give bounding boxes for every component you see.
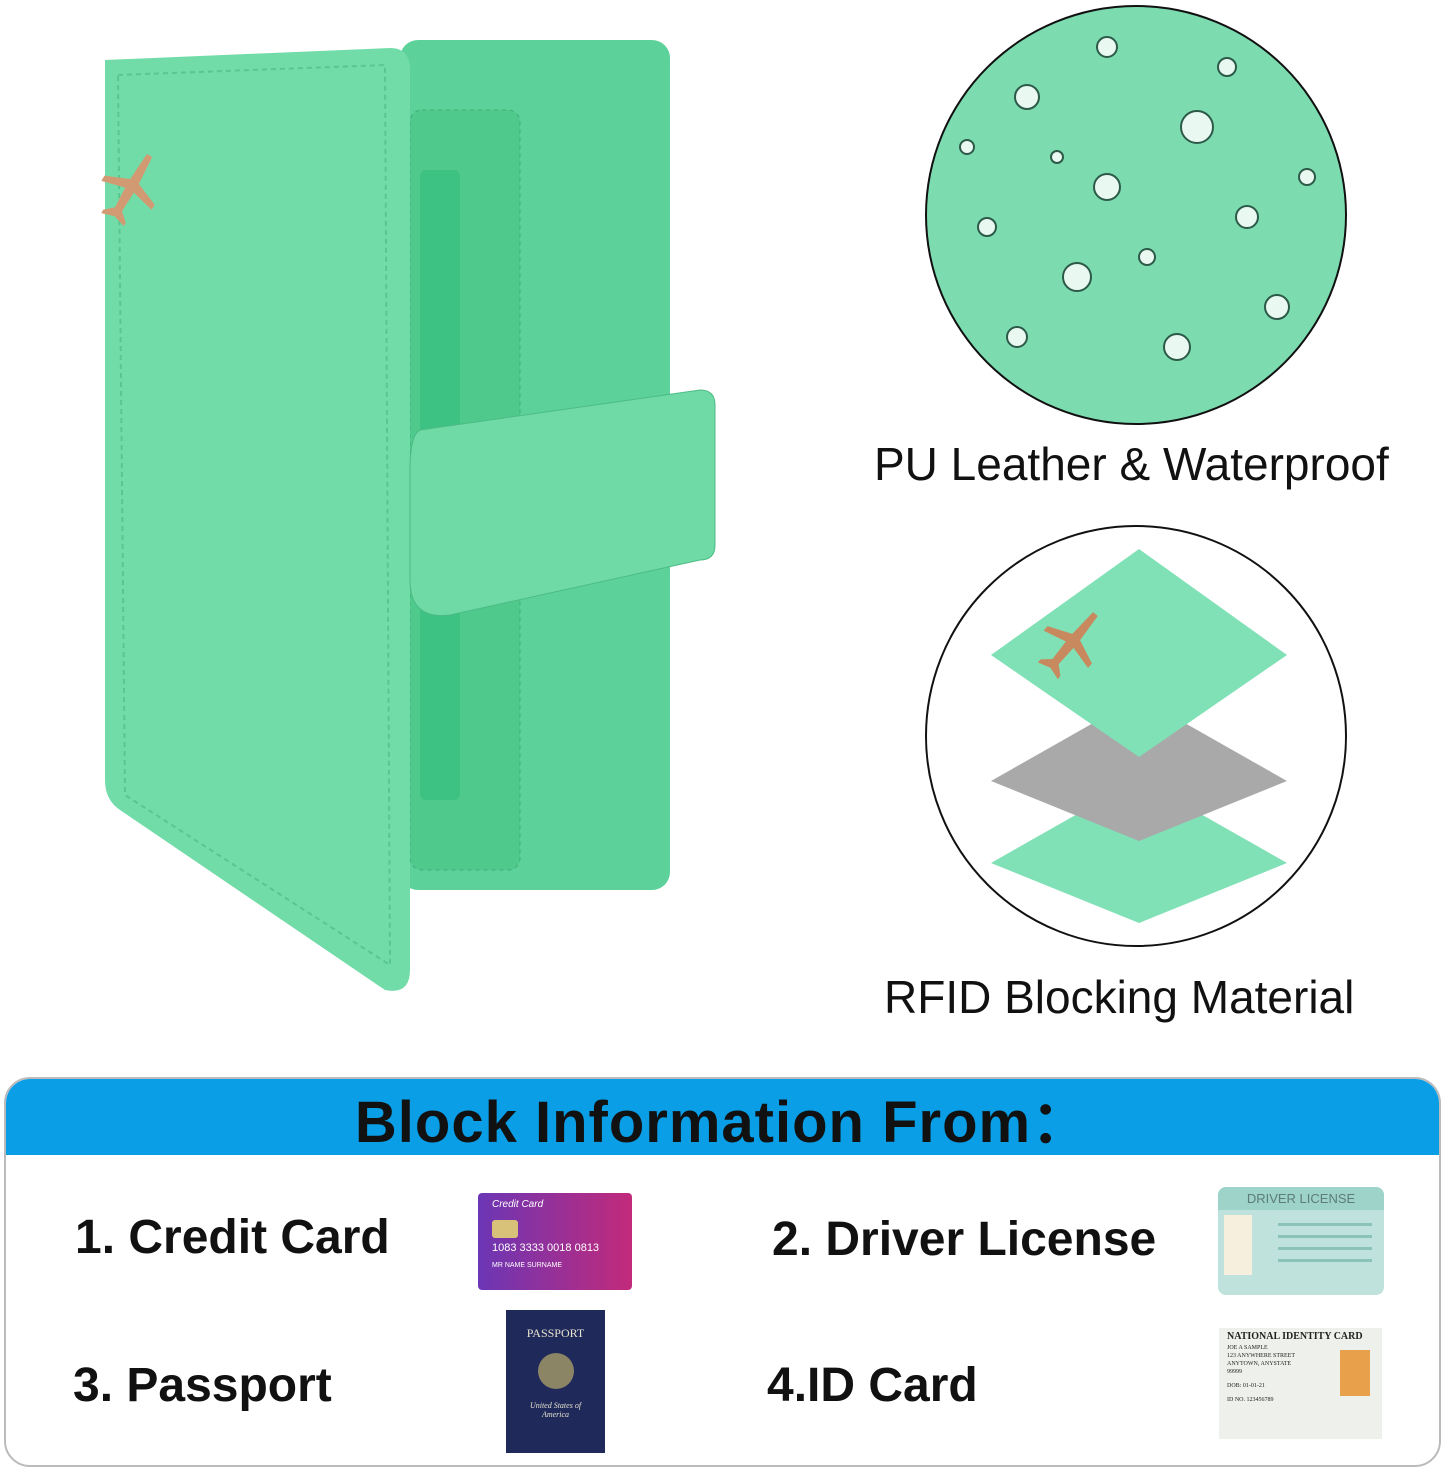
credit-card-icon: Credit Card 1083 3333 0018 0813 MR NAME … xyxy=(478,1193,632,1290)
layers-icon xyxy=(991,549,1287,923)
passport-label: PASSPORT xyxy=(526,1326,585,1340)
passport-wallet-image xyxy=(101,40,716,991)
water-droplets-icon xyxy=(959,36,1316,361)
id-line: JOE A SAMPLE xyxy=(1227,1345,1268,1351)
id-line: 99999 xyxy=(1227,1369,1242,1375)
license-label: DRIVER LICENSE xyxy=(1218,1187,1384,1210)
rfid-caption: RFID Blocking Material xyxy=(884,971,1355,1023)
driver-license-icon: DRIVER LICENSE xyxy=(1218,1187,1384,1295)
rfid-feature-image xyxy=(925,525,1347,947)
id-card-icon: NATIONAL IDENTITY CARD JOE A SAMPLE 123 … xyxy=(1219,1328,1382,1439)
passport-country: United States of America xyxy=(529,1401,582,1419)
item-passport: 3. Passport xyxy=(73,1359,332,1412)
item-credit-card: 1. Credit Card xyxy=(75,1211,390,1264)
card-label: Credit Card xyxy=(492,1199,544,1210)
block-info-panel: Block Information From： xyxy=(4,1077,1441,1467)
id-line: DOB: 01-01-21 xyxy=(1227,1383,1265,1389)
id-line: ANYTOWN, ANYSTATE xyxy=(1227,1361,1292,1367)
waterproof-feature-image xyxy=(925,5,1347,425)
item-id-card: 4.ID Card xyxy=(767,1359,978,1412)
id-card-label: NATIONAL IDENTITY CARD xyxy=(1227,1331,1363,1342)
item-driver-license: 2. Driver License xyxy=(772,1213,1157,1266)
card-name: MR NAME SURNAME xyxy=(492,1262,563,1269)
passport-icon: PASSPORT United States of America xyxy=(506,1310,605,1453)
id-line: ID NO. 123456789 xyxy=(1227,1397,1274,1403)
banner-title: Block Information From： xyxy=(6,1079,1439,1155)
id-line: 123 ANYWHERE STREET xyxy=(1227,1353,1295,1359)
card-number: 1083 3333 0018 0813 xyxy=(492,1242,600,1254)
waterproof-caption: PU Leather & Waterproof xyxy=(874,438,1389,490)
airplane-icon xyxy=(1037,612,1098,680)
airplane-logo-icon xyxy=(101,154,155,227)
